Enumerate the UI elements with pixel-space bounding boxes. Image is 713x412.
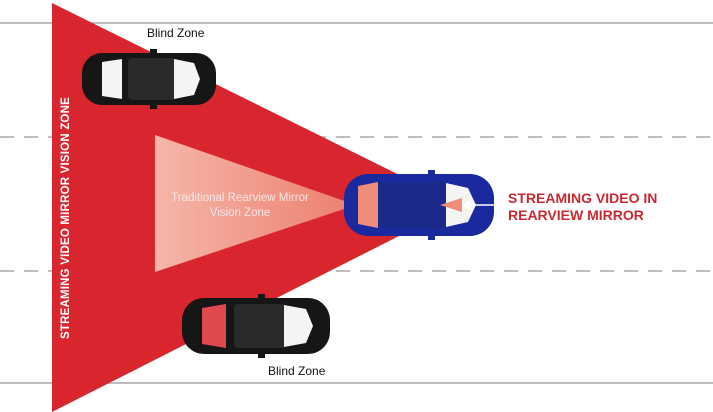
traditional-zone-label: Traditional Rearview Mirror Vision Zone (155, 191, 325, 221)
blind-zone-label-top: Blind Zone (147, 26, 204, 40)
black-car-icon (82, 49, 216, 109)
streaming-video-label-line2: REARVIEW MIRROR (508, 207, 657, 224)
streaming-video-label-line1: STREAMING VIDEO IN (508, 190, 657, 207)
streaming-video-label: STREAMING VIDEO IN REARVIEW MIRROR (508, 190, 657, 224)
traditional-zone-label-line2: Vision Zone (155, 206, 325, 221)
traditional-zone-label-line1: Traditional Rearview Mirror (155, 191, 325, 206)
black-car-icon (182, 294, 330, 358)
blind-zone-label-bottom: Blind Zone (268, 364, 325, 378)
streaming-zone-vertical-label: STREAMING VIDEO MIRROR VISION ZONE (60, 97, 72, 339)
